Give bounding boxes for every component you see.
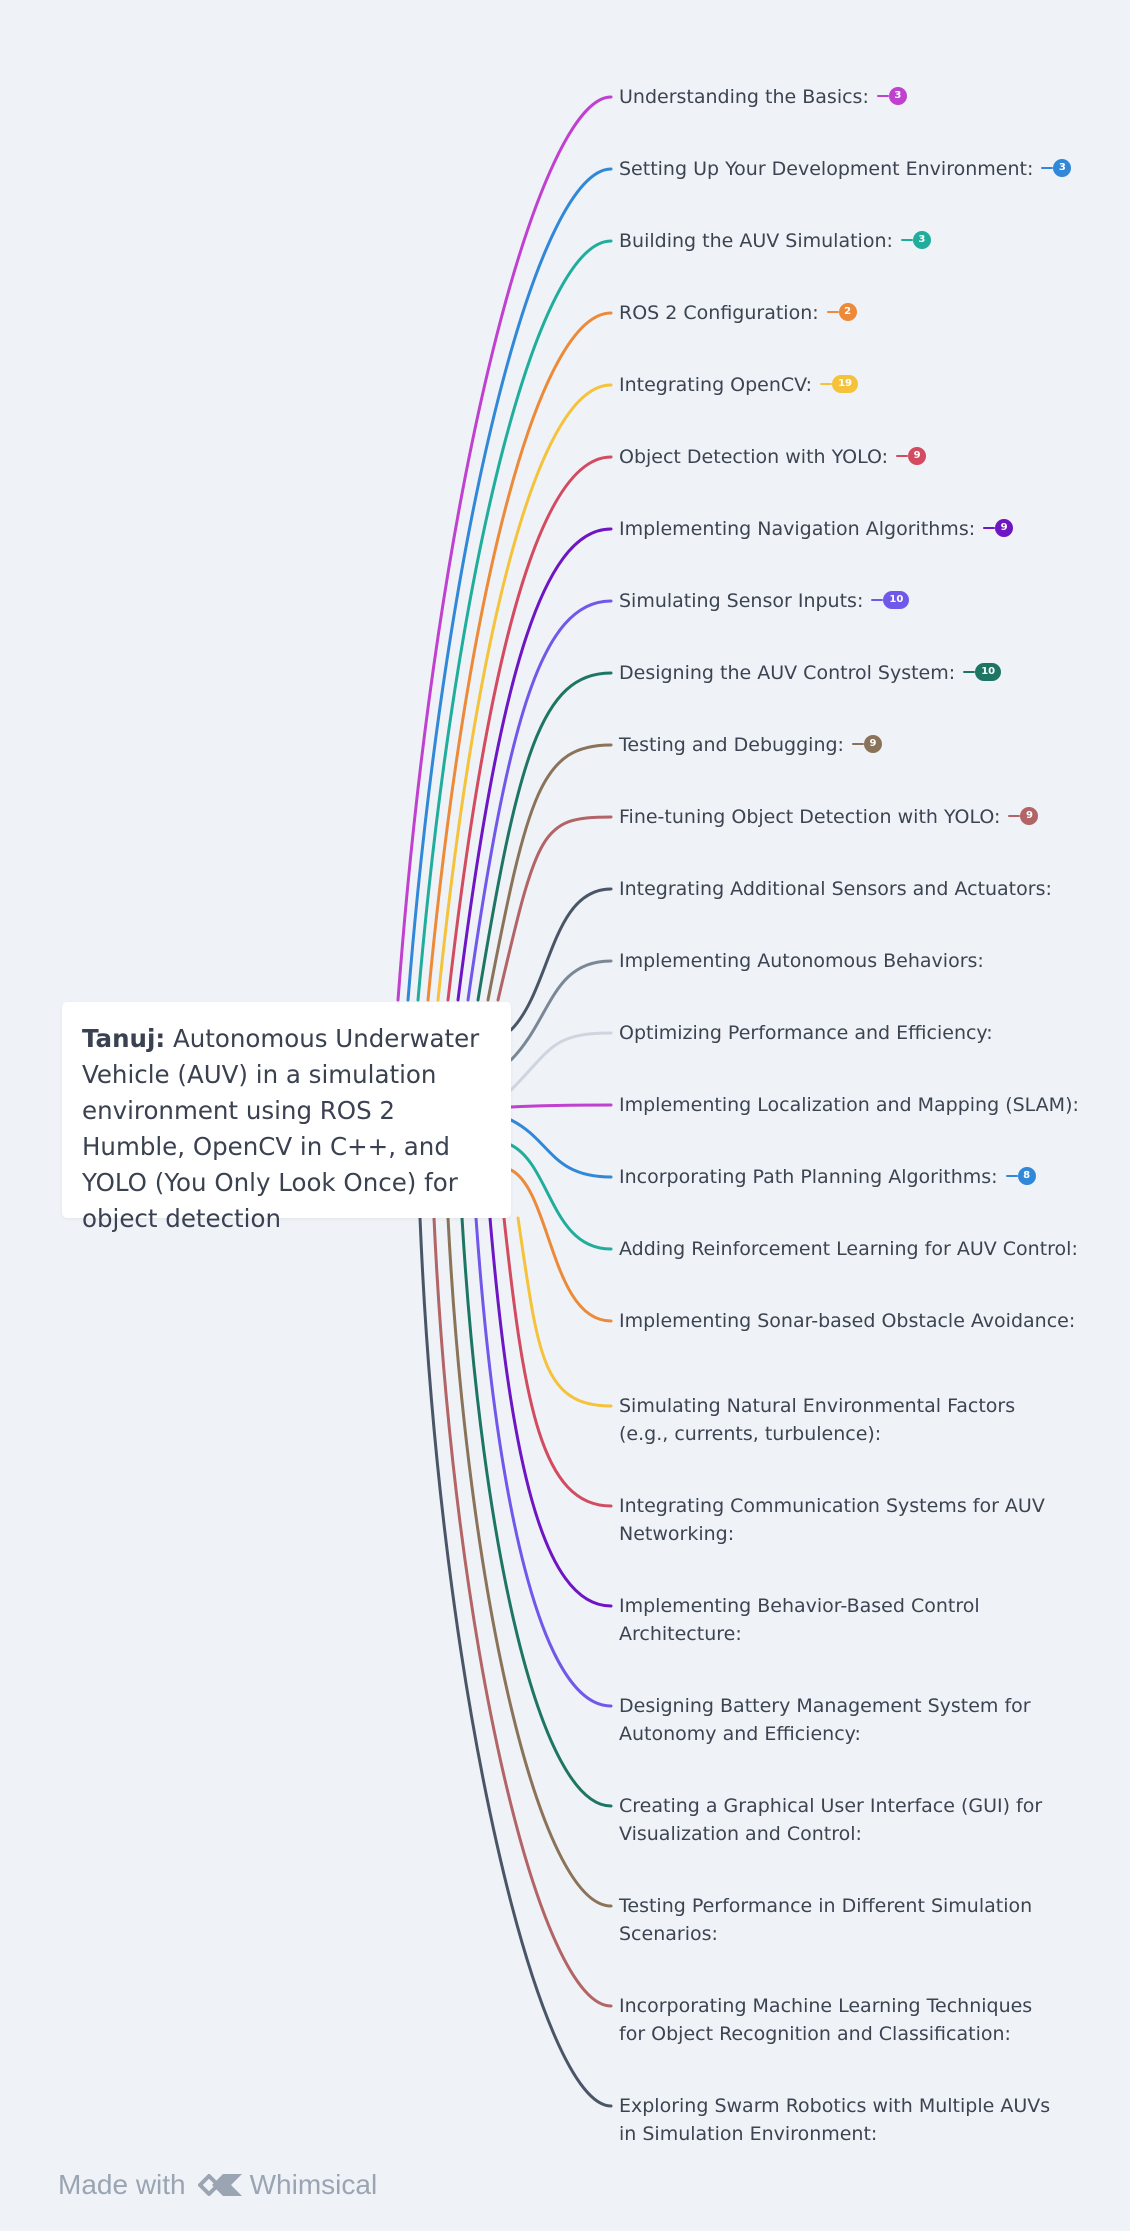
topic-node[interactable]: Incorporating Path Planning Algorithms: 8 <box>619 1163 1059 1191</box>
connector-curve <box>486 743 613 1002</box>
connector-curve <box>446 455 613 1002</box>
topic-label: Building the AUV Simulation: <box>619 230 893 252</box>
made-with-whimsical-footer[interactable]: Made with Whimsical <box>58 2167 377 2203</box>
topic-label: Simulating Sensor Inputs: <box>619 590 864 612</box>
topic-node[interactable]: Integrating OpenCV: 19 <box>619 371 1059 399</box>
topic-label: Incorporating Path Planning Algorithms: <box>619 1166 998 1188</box>
topic-label: Optimizing Performance and Efficiency: <box>619 1022 993 1044</box>
topic-node[interactable]: Creating a Graphical User Interface (GUI… <box>619 1792 1059 1848</box>
topic-node[interactable]: Simulating Natural Environmental Factors… <box>619 1392 1059 1448</box>
connector-curve <box>516 1216 613 1408</box>
count-badge[interactable]: 8 <box>1005 1166 1036 1185</box>
topic-node[interactable]: Integrating Additional Sensors and Actua… <box>619 875 1059 903</box>
count-badge[interactable]: 10 <box>963 662 1002 681</box>
topic-label: Setting Up Your Development Environment: <box>619 158 1034 180</box>
connector-curve <box>446 1216 613 1908</box>
connector-curve <box>502 1216 613 1508</box>
topic-node[interactable]: Designing the AUV Control System: 10 <box>619 659 1059 687</box>
connector-curve <box>496 815 613 1002</box>
topic-node[interactable]: Testing and Debugging: 9 <box>619 731 1059 759</box>
connector-curve <box>426 311 613 1002</box>
topic-label: Designing the AUV Control System: <box>619 662 956 684</box>
topic-label: Implementing Sonar-based Obstacle Avoida… <box>619 1310 1076 1332</box>
topic-label: Integrating Communication Systems for AU… <box>619 1495 1045 1545</box>
topic-label: Creating a Graphical User Interface (GUI… <box>619 1795 1043 1845</box>
topic-label: Implementing Localization and Mapping (S… <box>619 1094 1079 1116</box>
topic-node[interactable]: Implementing Sonar-based Obstacle Avoida… <box>619 1307 1075 1335</box>
connector-curve <box>436 383 613 1002</box>
connector-curve <box>456 527 613 1002</box>
topic-label: Incorporating Machine Learning Technique… <box>619 1995 1033 2045</box>
root-author: Tanuj: <box>82 1024 166 1053</box>
topic-node[interactable]: Fine-tuning Object Detection with YOLO: 9 <box>619 803 1059 831</box>
count-badge[interactable]: 3 <box>876 86 907 105</box>
topic-label: Integrating OpenCV: <box>619 374 813 396</box>
whimsical-logo-icon <box>197 2169 244 2201</box>
topic-node[interactable]: Understanding the Basics: 3 <box>619 83 1059 111</box>
topic-node[interactable]: Implementing Localization and Mapping (S… <box>619 1091 1079 1119</box>
count-badge[interactable]: 3 <box>1041 158 1072 177</box>
connector-curve <box>509 1031 613 1092</box>
connector-curve <box>509 1118 613 1179</box>
topic-label: Integrating Additional Sensors and Actua… <box>619 878 1052 900</box>
connector-curve <box>509 1168 613 1323</box>
count-badge[interactable]: 19 <box>820 374 859 393</box>
topic-node[interactable]: Simulating Sensor Inputs: 10 <box>619 587 1059 615</box>
connector-curve <box>509 887 613 1032</box>
topic-label: Simulating Natural Environmental Factors… <box>619 1395 1016 1445</box>
topic-node[interactable]: Setting Up Your Development Environment:… <box>619 155 1072 183</box>
count-badge[interactable]: 3 <box>900 230 931 249</box>
topic-label: Exploring Swarm Robotics with Multiple A… <box>619 2095 1051 2145</box>
count-badge[interactable]: 9 <box>1008 806 1039 825</box>
topic-label: ROS 2 Configuration: <box>619 302 819 324</box>
root-text: Autonomous Underwater Vehicle (AUV) in a… <box>82 1024 480 1233</box>
topic-node[interactable]: Implementing Navigation Algorithms: 9 <box>619 515 1059 543</box>
topic-node[interactable]: Testing Performance in Different Simulat… <box>619 1892 1059 1948</box>
topic-node[interactable]: Optimizing Performance and Efficiency: <box>619 1019 1059 1047</box>
topic-label: Implementing Autonomous Behaviors: <box>619 950 984 972</box>
connector-curve <box>432 1216 613 2008</box>
topic-label: Fine-tuning Object Detection with YOLO: <box>619 806 1001 828</box>
topic-node[interactable]: Building the AUV Simulation: 3 <box>619 227 1059 255</box>
connector-curve <box>476 671 613 1002</box>
footer-brand: Whimsical <box>249 2169 378 2200</box>
topic-node[interactable]: Object Detection with YOLO: 9 <box>619 443 1059 471</box>
connector-curve <box>418 1216 613 2108</box>
topic-label: Implementing Behavior-Based Control Arch… <box>619 1595 980 1645</box>
topic-label: Implementing Navigation Algorithms: <box>619 518 976 540</box>
connector-curve <box>466 599 613 1002</box>
topic-node[interactable]: Designing Battery Management System for … <box>619 1692 1059 1748</box>
connector-curve <box>460 1216 613 1808</box>
topic-node[interactable]: Implementing Autonomous Behaviors: <box>619 947 1059 975</box>
connector-curve <box>488 1216 613 1608</box>
connector-curve <box>474 1216 613 1708</box>
count-badge[interactable]: 9 <box>983 518 1014 537</box>
count-badge[interactable]: 9 <box>851 734 882 753</box>
topic-label: Understanding the Basics: <box>619 86 869 108</box>
connector-curve <box>416 239 613 1002</box>
footer-prefix: Made with <box>58 2169 186 2200</box>
count-badge[interactable]: 10 <box>871 590 910 609</box>
topic-node[interactable]: Exploring Swarm Robotics with Multiple A… <box>619 2092 1059 2148</box>
connector-curve <box>509 959 613 1062</box>
topic-label: Object Detection with YOLO: <box>619 446 889 468</box>
topic-label: Testing and Debugging: <box>619 734 844 756</box>
topic-node[interactable]: Integrating Communication Systems for AU… <box>619 1492 1059 1548</box>
topic-label: Adding Reinforcement Learning for AUV Co… <box>619 1238 1078 1260</box>
topic-node[interactable]: Implementing Behavior-Based Control Arch… <box>619 1592 1059 1648</box>
connector-curve <box>406 167 613 1002</box>
topic-node[interactable]: ROS 2 Configuration: 2 <box>619 299 1059 327</box>
topic-label: Testing Performance in Different Simulat… <box>619 1895 1033 1945</box>
connector-curve <box>396 95 613 1002</box>
count-badge[interactable]: 2 <box>826 302 857 321</box>
topic-node[interactable]: Adding Reinforcement Learning for AUV Co… <box>619 1235 1078 1263</box>
connector-curve <box>509 1143 613 1251</box>
topic-label: Designing Battery Management System for … <box>619 1695 1031 1745</box>
topic-node[interactable]: Incorporating Machine Learning Technique… <box>619 1992 1059 2048</box>
count-badge[interactable]: 9 <box>896 446 927 465</box>
root-node[interactable]: Tanuj: Autonomous Underwater Vehicle (AU… <box>62 1002 511 1233</box>
connector-curve <box>509 1103 613 1109</box>
